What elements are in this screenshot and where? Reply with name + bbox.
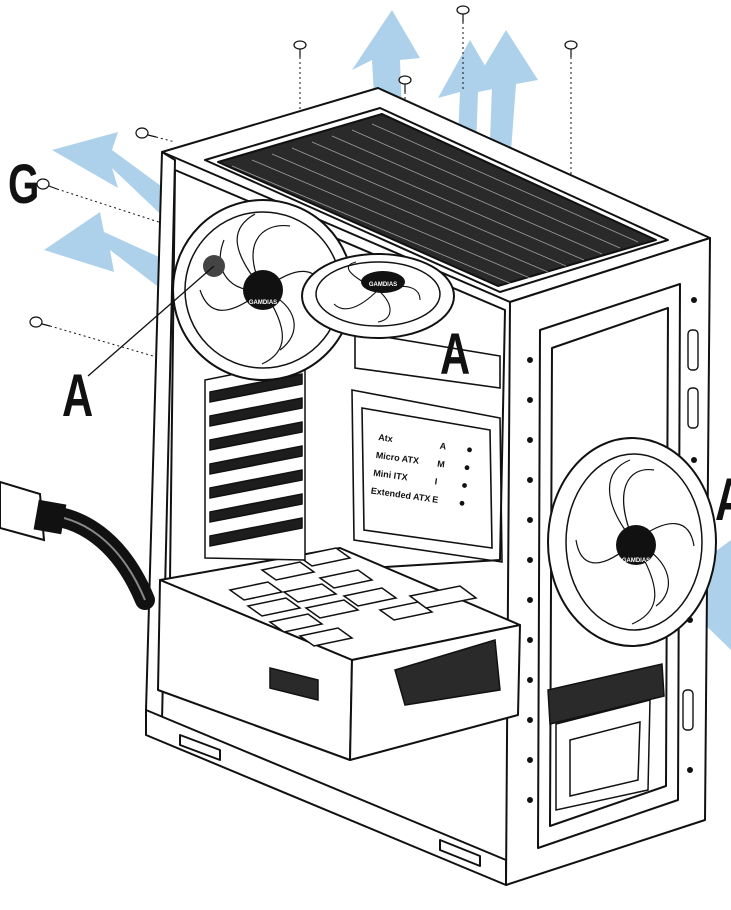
screw-icon bbox=[293, 40, 307, 57]
psu-mesh bbox=[269, 667, 319, 701]
bottom-mesh bbox=[394, 639, 501, 706]
airflow-arrow-left-1 bbox=[52, 132, 180, 228]
screw-icon bbox=[36, 178, 58, 190]
fan-hub-logo bbox=[361, 271, 405, 293]
screw-icon bbox=[398, 75, 412, 92]
power-cable bbox=[0, 480, 155, 610]
fan-hub-logo bbox=[243, 270, 283, 310]
table-row-code: M bbox=[437, 459, 446, 470]
screw-icon bbox=[29, 316, 51, 328]
fan-hub-logo bbox=[616, 525, 656, 565]
screw-icon bbox=[135, 127, 157, 139]
power-plug-icon bbox=[0, 480, 46, 542]
callout-label-a-rear-fan: A bbox=[62, 362, 94, 429]
table-row-name: Mini ITX bbox=[373, 468, 409, 483]
case-bottom-edge bbox=[145, 709, 507, 886]
callout-label-a-front-fan: A bbox=[715, 470, 731, 530]
mb-standoff-panel bbox=[351, 389, 503, 563]
front-side-vents bbox=[682, 329, 699, 731]
airflow-arrow-left-2 bbox=[44, 212, 170, 292]
screw-icon bbox=[456, 5, 470, 22]
top-mesh bbox=[217, 113, 657, 287]
screw-icon bbox=[564, 40, 578, 57]
shroud-cutouts bbox=[228, 547, 478, 647]
case-foot bbox=[439, 839, 481, 867]
screws bbox=[29, 5, 578, 328]
table-row-name: Atx bbox=[378, 432, 394, 444]
fan-brand-text: GAMDIAS bbox=[369, 282, 397, 288]
drive-cage bbox=[547, 663, 665, 811]
fan-brand-text: GAMDIAS bbox=[622, 558, 650, 564]
top-fan: GAMDIAS bbox=[301, 253, 455, 339]
front-panel-holes bbox=[527, 297, 697, 803]
callout-label-g: G bbox=[8, 152, 40, 215]
fan-brand-text: GAMDIAS bbox=[249, 300, 277, 306]
table-row-code: I bbox=[434, 476, 438, 486]
callout-label-a-top-fan: A bbox=[440, 322, 471, 387]
table-row-code: A bbox=[439, 441, 447, 452]
expansion-slots bbox=[204, 359, 306, 561]
callout-lines bbox=[87, 265, 215, 377]
airflow-arrow-up-3 bbox=[470, 30, 538, 196]
case-foot bbox=[179, 734, 221, 761]
front-fan: GAMDIAS bbox=[547, 437, 717, 647]
cpu-cutout bbox=[354, 331, 501, 389]
table-row-code: E bbox=[432, 494, 439, 505]
